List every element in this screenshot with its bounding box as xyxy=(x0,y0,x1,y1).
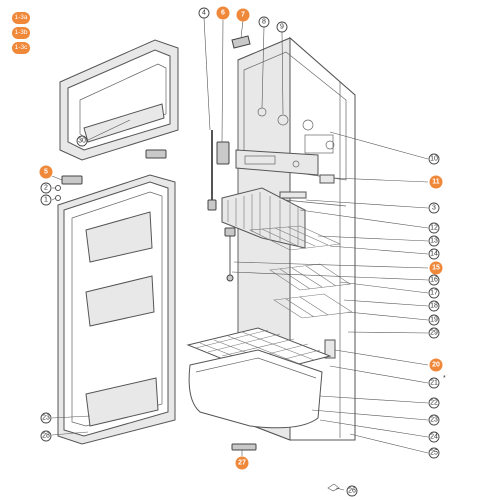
svg-text:10: 10 xyxy=(430,156,438,163)
svg-text:29: 29 xyxy=(430,330,438,337)
svg-text:24: 24 xyxy=(430,434,438,441)
callout-22[interactable]: 22 xyxy=(428,397,440,409)
door-hinge-part xyxy=(145,149,167,159)
callout-9[interactable]: 9 xyxy=(276,21,288,33)
callout-13[interactable]: 13 xyxy=(428,235,440,247)
callout-18[interactable]: 18 xyxy=(428,300,440,312)
callout-28[interactable]: 28 xyxy=(40,430,52,442)
svg-text:27: 27 xyxy=(238,460,246,467)
svg-text:17: 17 xyxy=(430,290,438,297)
callout-20[interactable]: 20 xyxy=(429,358,443,372)
shelf-upper xyxy=(248,225,342,251)
callout-26[interactable]: 26 xyxy=(346,485,358,497)
callout-23[interactable]: 23 xyxy=(428,414,440,426)
svg-text:26: 26 xyxy=(348,488,356,495)
callout-3[interactable]: 3 xyxy=(428,202,440,214)
svg-text:3: 3 xyxy=(432,205,436,212)
bottom-hinge xyxy=(231,443,257,451)
svg-text:25: 25 xyxy=(430,450,438,457)
callout-5[interactable]: 5 xyxy=(39,165,53,179)
svg-text:14: 14 xyxy=(430,251,438,258)
callout-30[interactable]: 30 xyxy=(76,135,88,147)
door-shelf-top xyxy=(85,211,153,263)
body-back-panel xyxy=(289,36,356,441)
reference-badge-1-3b[interactable]: 1-3b xyxy=(12,27,30,39)
svg-text:8: 8 xyxy=(262,19,266,26)
svg-text:28: 28 xyxy=(42,433,50,440)
svg-text:16: 16 xyxy=(430,277,438,284)
upper-hinge xyxy=(216,141,230,165)
screw-part xyxy=(327,483,340,492)
reference-badge-1-3a[interactable]: 1-3a xyxy=(12,12,30,24)
crisper-drawer xyxy=(188,349,323,429)
callout-25[interactable]: 25 xyxy=(428,447,440,459)
callout-21-marker: * xyxy=(443,375,446,382)
svg-text:2: 2 xyxy=(44,185,48,192)
callout-16[interactable]: 16 xyxy=(428,274,440,286)
callout-29[interactable]: 29 xyxy=(428,327,440,339)
callout-1[interactable]: 1 xyxy=(40,194,52,206)
callout-17[interactable]: 17 xyxy=(428,287,440,299)
svg-text:5: 5 xyxy=(44,169,48,176)
shelf-lower xyxy=(273,293,353,319)
top-hinge-cap xyxy=(231,35,251,49)
callout-12[interactable]: 12 xyxy=(428,222,440,234)
body-control-block xyxy=(319,174,335,184)
svg-text:15: 15 xyxy=(432,265,440,272)
callout-19[interactable]: 19 xyxy=(428,314,440,326)
callout-24[interactable]: 24 xyxy=(428,431,440,443)
vent-grille xyxy=(221,187,306,249)
svg-text:12: 12 xyxy=(430,225,438,232)
callout-10[interactable]: 10 xyxy=(428,153,440,165)
callout-4[interactable]: 4 xyxy=(198,7,210,19)
svg-text:21: 21 xyxy=(430,380,438,387)
reference-badge-1-3c[interactable]: 1-3c xyxy=(12,42,30,54)
svg-text:4: 4 xyxy=(202,10,206,17)
svg-text:1: 1 xyxy=(44,197,48,204)
svg-text:20: 20 xyxy=(432,362,440,369)
body-vent-plate xyxy=(324,339,336,359)
callout-2[interactable]: 2 xyxy=(40,182,52,194)
svg-text:6: 6 xyxy=(221,10,225,17)
svg-text:11: 11 xyxy=(432,179,440,186)
callout-23-left[interactable]: 23 xyxy=(40,412,52,424)
svg-text:23: 23 xyxy=(42,415,50,422)
callout-8[interactable]: 8 xyxy=(258,16,270,28)
fridge-door xyxy=(57,174,176,445)
callout-21[interactable]: 21 xyxy=(428,377,440,389)
callout-14[interactable]: 14 xyxy=(428,248,440,260)
svg-text:19: 19 xyxy=(430,317,438,324)
svg-text:22: 22 xyxy=(430,400,438,407)
callout-15[interactable]: 15 xyxy=(429,261,443,275)
svg-text:18: 18 xyxy=(430,303,438,310)
door-shelf-bottom xyxy=(85,377,159,427)
svg-text:13: 13 xyxy=(430,238,438,245)
svg-text:7: 7 xyxy=(241,12,245,19)
hinge-bracket xyxy=(61,175,83,185)
callout-11[interactable]: 11 xyxy=(429,175,443,189)
interior-light xyxy=(224,227,236,237)
callout-27[interactable]: 27 xyxy=(235,456,249,470)
svg-text:9: 9 xyxy=(280,24,284,31)
svg-text:30: 30 xyxy=(78,138,86,145)
door-shelf-middle xyxy=(85,275,155,327)
svg-text:23: 23 xyxy=(430,417,438,424)
shelf-middle xyxy=(269,263,351,291)
drip-tray xyxy=(279,191,307,199)
leader-lines xyxy=(51,17,429,491)
callout-6[interactable]: 6 xyxy=(216,6,230,20)
callout-7[interactable]: 7 xyxy=(236,8,250,22)
